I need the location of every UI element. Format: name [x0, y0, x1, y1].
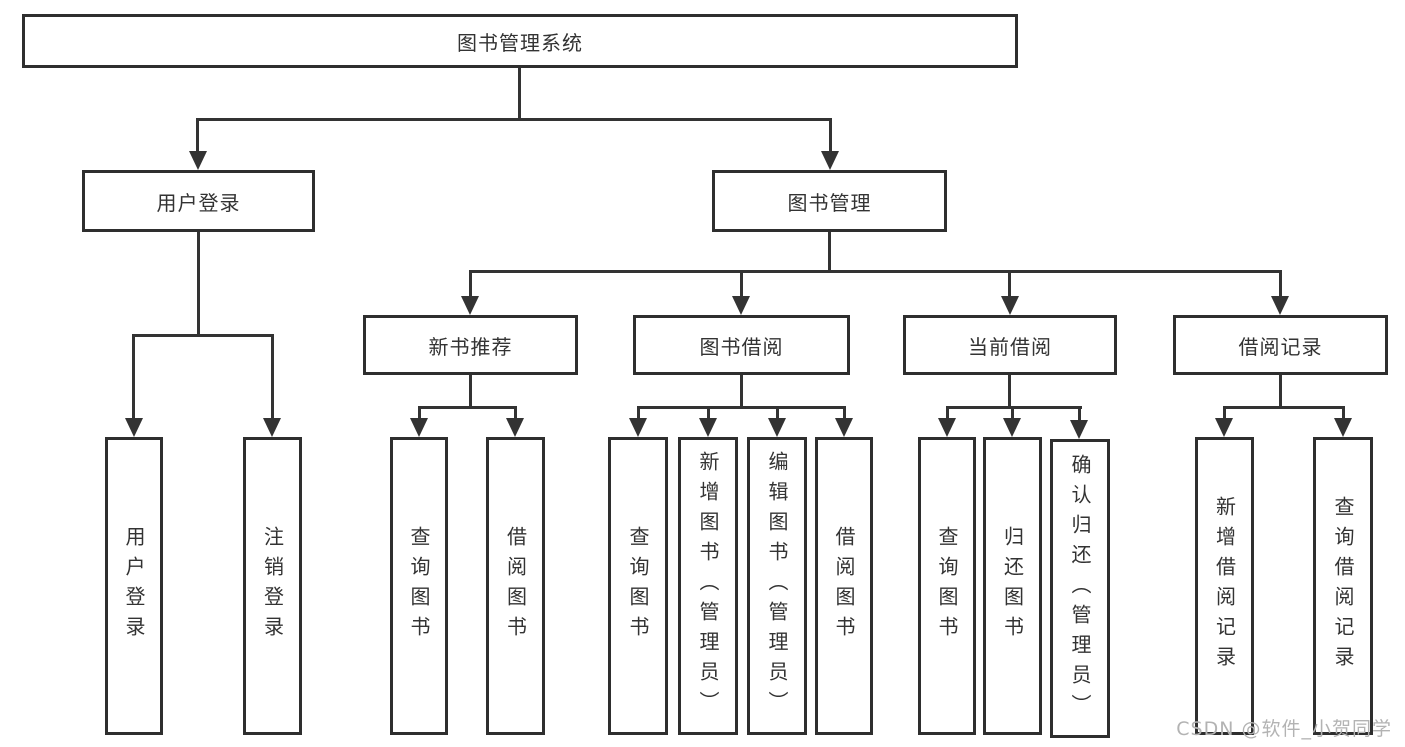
connector-hline — [132, 334, 274, 337]
connector-vline — [518, 68, 521, 120]
arrow-down-icon — [1001, 296, 1019, 315]
arrow-down-icon — [125, 418, 143, 437]
node-user-login: 用户登录 — [82, 170, 315, 232]
node-borrowing-records: 借阅记录 — [1173, 315, 1388, 375]
node-book-management: 图书管理 — [712, 170, 947, 232]
arrow-shaft — [132, 334, 135, 420]
arrow-down-icon — [1070, 420, 1088, 439]
connector-hline — [196, 118, 832, 121]
arrow-shaft — [1342, 406, 1345, 420]
arrow-shaft — [1011, 406, 1014, 420]
node-root: 图书管理系统 — [22, 14, 1018, 68]
connector-vline — [740, 375, 743, 408]
arrow-down-icon — [821, 151, 839, 170]
node-current-borrowing: 当前借阅 — [903, 315, 1117, 375]
arrow-down-icon — [938, 418, 956, 437]
arrow-shaft — [843, 406, 846, 420]
connector-hline — [418, 406, 517, 409]
connector-vline — [197, 232, 200, 336]
arrow-shaft — [740, 270, 743, 298]
leaf-query-borrow-record: 查询借阅记录 — [1313, 437, 1373, 735]
connector-hline — [469, 270, 1281, 273]
arrow-shaft — [776, 406, 779, 420]
arrow-shaft — [1279, 270, 1282, 298]
arrow-shaft — [637, 406, 640, 420]
leaf-add-borrow-record: 新增借阅记录 — [1195, 437, 1254, 735]
arrow-down-icon — [732, 296, 750, 315]
arrow-shaft — [1223, 406, 1226, 420]
leaf-add-books-admin: 新增图书（管理员） — [678, 437, 738, 735]
connector-vline — [828, 232, 831, 272]
arrow-shaft — [514, 406, 517, 420]
connector-vline — [469, 375, 472, 408]
arrow-shaft — [707, 406, 710, 420]
leaf-borrow-books-2: 借阅图书 — [815, 437, 873, 735]
arrow-shaft — [418, 406, 421, 420]
leaf-user-login: 用户登录 — [105, 437, 163, 735]
leaf-logout: 注销登录 — [243, 437, 302, 735]
connector-hline — [1223, 406, 1345, 409]
arrow-down-icon — [1271, 296, 1289, 315]
arrow-down-icon — [410, 418, 428, 437]
arrow-down-icon — [506, 418, 524, 437]
arrow-down-icon — [629, 418, 647, 437]
leaf-borrow-books-1: 借阅图书 — [486, 437, 545, 735]
leaf-query-books-2: 查询图书 — [608, 437, 668, 735]
leaf-query-books-3: 查询图书 — [918, 437, 976, 735]
node-book-borrowing: 图书借阅 — [633, 315, 850, 375]
arrow-down-icon — [768, 418, 786, 437]
leaf-confirm-return-admin: 确认归还（管理员） — [1050, 439, 1110, 738]
arrow-down-icon — [263, 418, 281, 437]
connector-vline — [1279, 375, 1282, 408]
connector-hline — [637, 406, 846, 409]
arrow-down-icon — [1334, 418, 1352, 437]
leaf-return-books: 归还图书 — [983, 437, 1042, 735]
connector-hline — [946, 406, 1082, 409]
arrow-shaft — [1078, 406, 1081, 422]
arrow-down-icon — [189, 151, 207, 170]
connector-vline — [1008, 375, 1011, 408]
arrow-shaft — [469, 270, 472, 298]
arrow-down-icon — [1215, 418, 1233, 437]
arrow-shaft — [196, 118, 199, 153]
arrow-down-icon — [699, 418, 717, 437]
arrow-down-icon — [1003, 418, 1021, 437]
arrow-down-icon — [835, 418, 853, 437]
node-new-books: 新书推荐 — [363, 315, 578, 375]
arrow-down-icon — [461, 296, 479, 315]
arrow-shaft — [946, 406, 949, 420]
arrow-shaft — [1008, 270, 1011, 298]
arrow-shaft — [271, 334, 274, 420]
leaf-edit-books-admin: 编辑图书（管理员） — [747, 437, 807, 735]
leaf-query-books-1: 查询图书 — [390, 437, 448, 735]
arrow-shaft — [829, 118, 832, 153]
